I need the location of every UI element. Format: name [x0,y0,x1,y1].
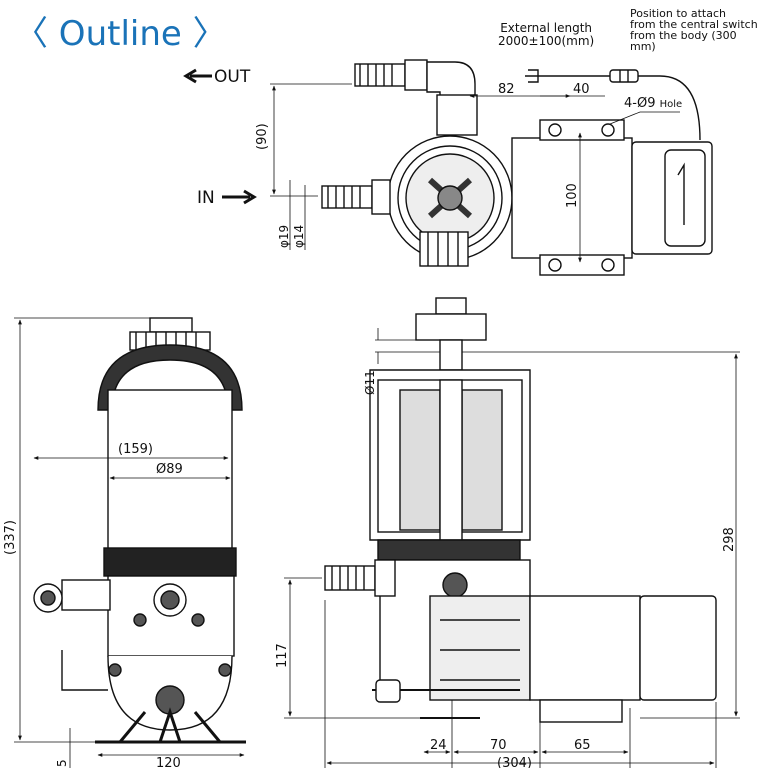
out-label: OUT [214,67,251,87]
dim-phi14: φ14 [292,225,306,248]
dim-phi89: Ø89 [156,462,183,477]
page-title: 〈 Outline 〉 [14,14,227,54]
external-length-note: External length 2000±100(mm) [498,22,594,48]
external-length-value: 2000±100(mm) [498,34,595,48]
dim-82: 82 [498,82,515,97]
external-length-label: External length [500,21,593,35]
dim-298: 298 [722,527,737,552]
dim-337: (337) [3,520,18,555]
dim-65: 65 [574,738,591,753]
top-view [183,59,713,276]
hole-spec: 4-Ø9 [624,96,655,111]
dim-90: (90) [255,123,270,150]
hole-suffix: Hole [660,99,683,110]
attach-line-2: from the central switch [630,18,758,31]
hole-label: 4-Ø9 Hole [624,96,682,111]
dim-100: 100 [565,183,580,208]
dim-phi11: Ø11 [363,370,377,395]
attach-line-3: from the body (300 mm) [630,29,737,53]
dim-5: 5 [55,759,69,767]
attach-line-1: Position to attach [630,7,726,20]
dim-117: 117 [275,643,290,668]
dim-24: 24 [430,738,447,753]
dim-phi19: φ19 [277,225,291,248]
in-arrow-icon [222,189,257,205]
dim-70: 70 [490,738,507,753]
dim-40: 40 [573,82,590,97]
out-arrow-icon [183,68,212,84]
front-view [14,317,246,768]
dim-159: (159) [118,442,153,457]
dim-120: 120 [156,756,181,768]
side-section-view [284,297,740,768]
dim-304: (304) [497,756,532,768]
in-label: IN [197,188,215,208]
attach-position-note: Position to attach from the central swit… [630,8,761,52]
